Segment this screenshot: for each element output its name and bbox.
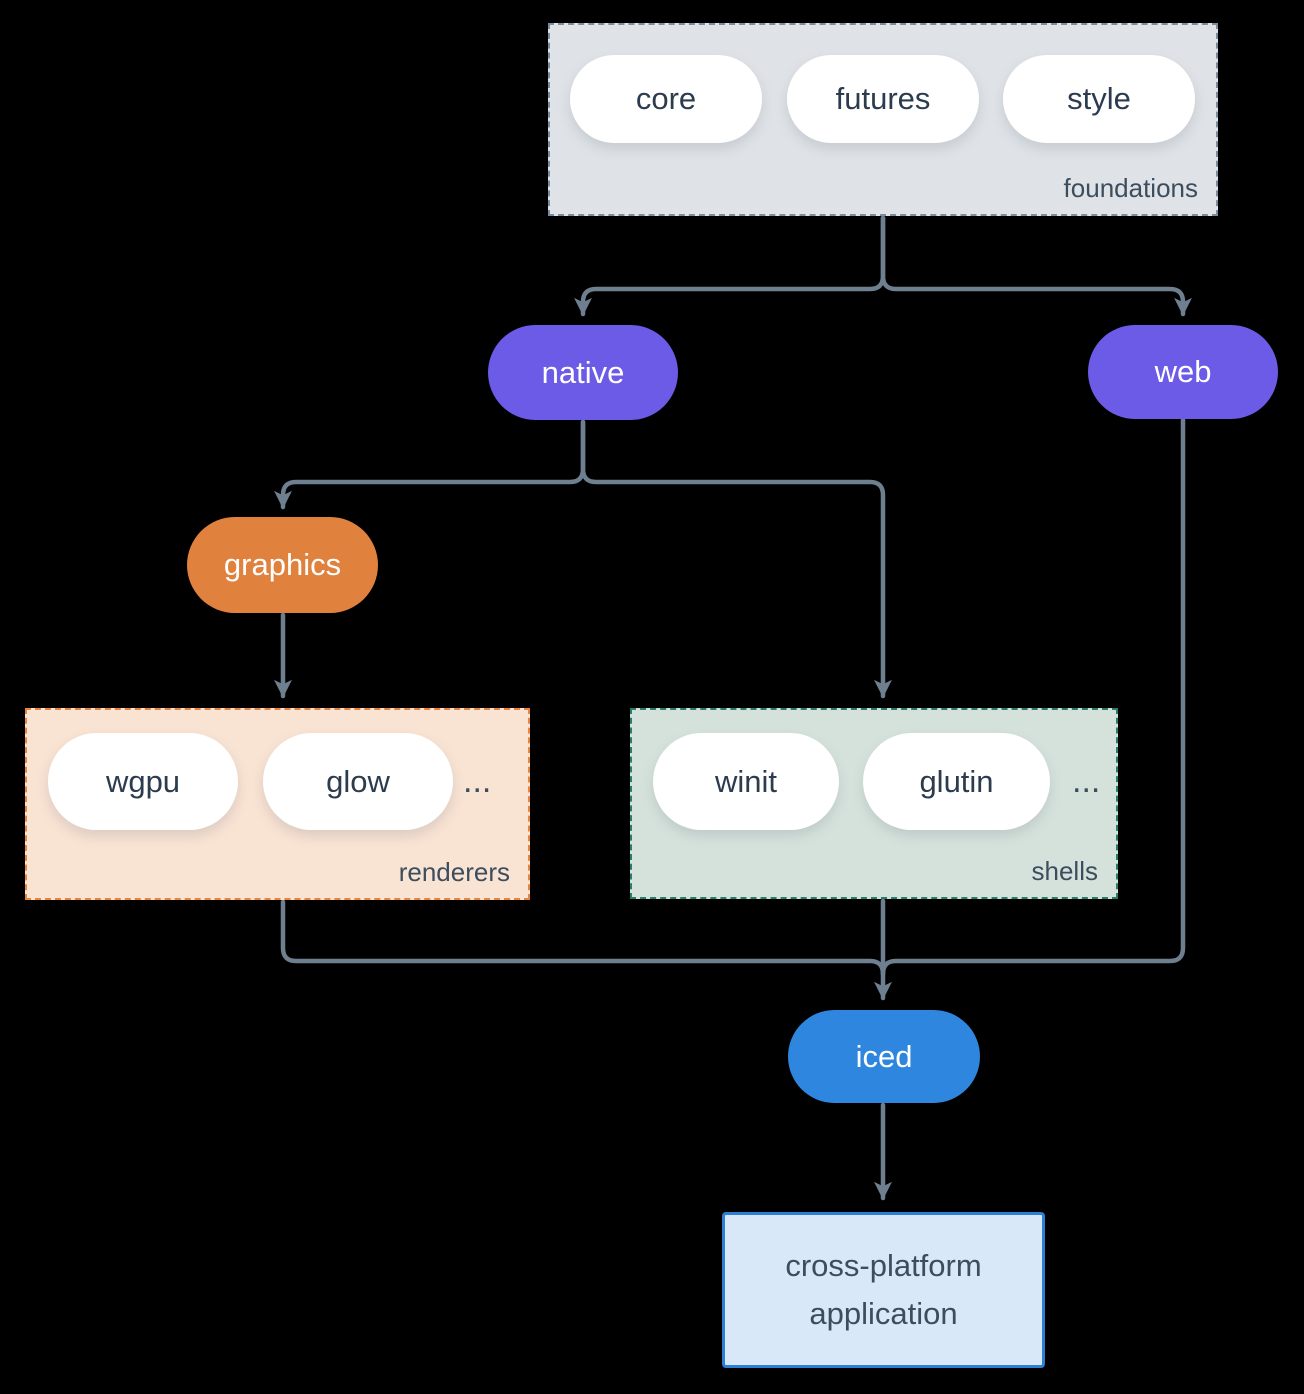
node-wgpu: wgpu	[48, 733, 238, 830]
renderers-group-label: renderers	[398, 857, 510, 887]
edge-renderers-iced	[280, 899, 886, 977]
foundations-group-label: foundations	[1063, 173, 1198, 203]
node-cross-platform-application: cross-platform application	[722, 1212, 1045, 1368]
shells-ellipsis: ...	[1072, 762, 1101, 800]
node-glow: glow	[263, 733, 453, 830]
renderers-ellipsis: ...	[463, 762, 492, 800]
node-style: style	[1003, 55, 1195, 143]
node-web: web	[1088, 325, 1278, 419]
application-label-line2: application	[809, 1296, 958, 1331]
shells-group-label: shells	[1031, 856, 1098, 886]
edge-foundations-native	[574, 215, 886, 317]
edge-native-graphics	[274, 419, 586, 510]
node-native: native	[488, 325, 678, 420]
node-core: core	[570, 55, 762, 143]
node-graphics: graphics	[187, 517, 378, 613]
edge-foundations-web	[880, 215, 1192, 317]
application-label-line1: cross-platform	[785, 1248, 982, 1283]
node-futures: futures	[787, 55, 979, 143]
edge-native-shells	[580, 419, 892, 699]
node-winit: winit	[653, 733, 839, 830]
node-iced: iced	[788, 1010, 980, 1103]
node-glutin: glutin	[863, 733, 1050, 830]
